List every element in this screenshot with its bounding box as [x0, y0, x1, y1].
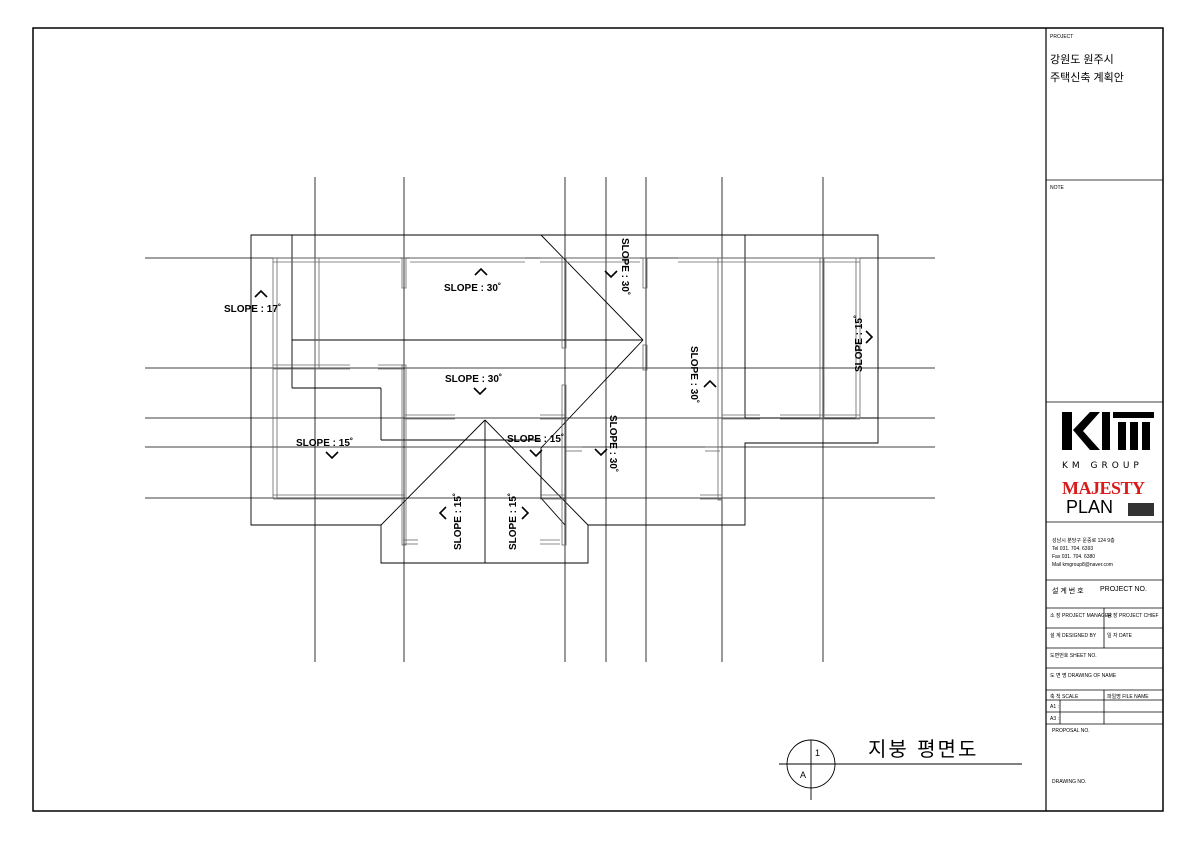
slope-arrow-icon [474, 267, 488, 276]
slope-label: SLOPE : 30˚ [444, 282, 501, 294]
mail-text: Mail kmgroup8@naver.com [1052, 562, 1113, 568]
scale-label: 축 척 SCALE [1050, 694, 1079, 700]
designed-by-label: 설 계 DESIGNED BY [1050, 633, 1097, 639]
file-name-label: 파일명 FILE NAME [1107, 694, 1149, 700]
slope-label: SLOPE : 30˚ [688, 346, 700, 403]
slope-label: SLOPE : 30˚ [619, 238, 631, 295]
slope-arrow-icon [703, 379, 717, 388]
plan-logo-block [1128, 503, 1154, 516]
km-group-text: KM GROUP [1062, 461, 1143, 471]
slope-arrow-icon [438, 506, 447, 520]
slope-arrow-icon [604, 270, 618, 279]
project-no-ko: 설 계 번 호 [1052, 588, 1084, 595]
a3-label: A3 : [1050, 716, 1059, 722]
slope-label: SLOPE : 15˚ [507, 493, 519, 550]
walls [272, 257, 861, 546]
slope-label: SLOPE : 30˚ [607, 415, 619, 472]
slope-label: SLOPE : 15˚ [296, 437, 353, 449]
drawing-name-label: 도 면 명 DRAWING OF NAME [1050, 673, 1117, 679]
project-no-en: PROJECT NO. [1100, 586, 1147, 593]
plan-logo-text: PLAN [1066, 497, 1114, 517]
slope-label: SLOPE : 15˚ [452, 493, 464, 550]
marker-number: 1 [815, 748, 820, 758]
km-logo-icon [1062, 412, 1154, 450]
fax-text: Fax 031. 704. 6380 [1052, 554, 1096, 560]
address-text: 성남시 분당구 운중로 124 9층 [1052, 538, 1115, 544]
note-label: NOTE [1050, 185, 1064, 191]
sheet-no-label: 도면번호 SHEET NO. [1050, 653, 1097, 659]
project-manager-label: 소 장 PROJECT MANAGER [1050, 613, 1112, 619]
project-label: PROJECT [1050, 34, 1074, 40]
slope-label: SLOPE : 15˚ [507, 433, 564, 445]
project-name-line1: 강원도 원주시 [1050, 54, 1114, 66]
majesty-logo-text: MAJESTY [1062, 478, 1145, 498]
grid-lines [145, 177, 935, 662]
date-label: 일 자 DATE [1107, 633, 1132, 639]
drawing-no-label: DRAWING NO. [1052, 779, 1087, 785]
project-chief-label: 팀 장 PROJECT CHIEF [1107, 613, 1159, 619]
marker-letter: A [800, 770, 806, 780]
slope-arrow-icon [254, 289, 268, 298]
section-marker: 1 A [779, 739, 1022, 800]
sheet-border [32, 27, 1164, 812]
drawing-title: 지붕 평면도 [868, 737, 979, 761]
slope-label: SLOPE : 30˚ [445, 373, 502, 385]
slope-label: SLOPE : 17˚ [224, 303, 281, 315]
slope-labels: SLOPE : 17˚ SLOPE : 30˚ SLOPE : 30˚ SLOP… [224, 238, 874, 550]
title-block-lines [1046, 179, 1163, 725]
proposal-no-label: PROPOSAL NO. [1052, 728, 1090, 734]
project-name-line2: 주택신축 계획안 [1050, 72, 1124, 84]
a1-label: A1 : [1050, 704, 1059, 710]
slope-arrow-icon [529, 449, 543, 458]
slope-arrow-icon [521, 506, 530, 520]
slope-arrow-icon [865, 330, 874, 344]
slope-label: SLOPE : 15˚ [853, 315, 865, 372]
slope-arrow-icon [594, 448, 608, 457]
tel-text: Tel 031. 704. 6393 [1052, 546, 1094, 552]
slope-arrow-icon [473, 387, 487, 396]
roof-outline [250, 234, 879, 564]
slope-arrow-icon [325, 451, 339, 460]
